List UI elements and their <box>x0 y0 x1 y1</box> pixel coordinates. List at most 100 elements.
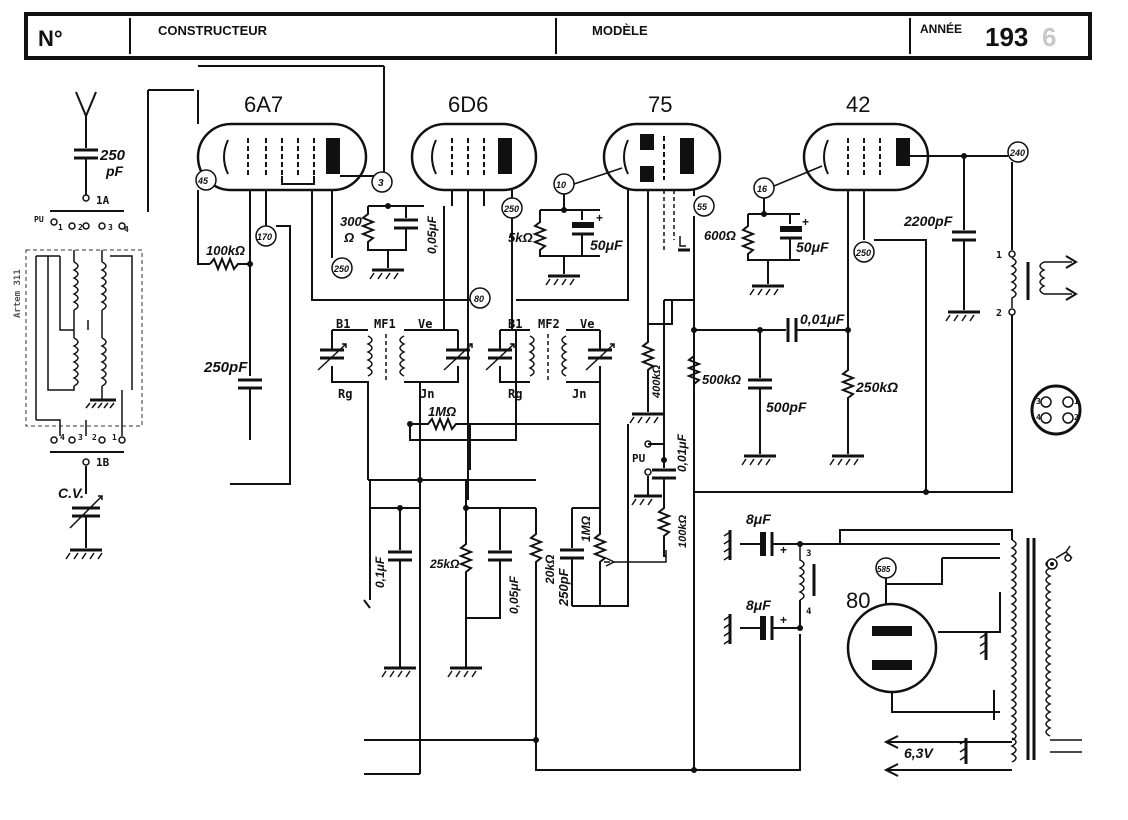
socket-pin-1: 1 <box>1074 397 1079 406</box>
pin-170: 170 <box>257 232 272 242</box>
mf1-b1: B1 <box>336 317 350 331</box>
pin-585: 585 <box>877 565 891 574</box>
sw-m1: 1 <box>112 433 117 442</box>
tube-75: 75 10 5kΩ + 50μF 55 <box>508 92 722 492</box>
output-coupling: 0,01μF 500kΩ 500pF 250kΩ <box>686 311 1013 773</box>
if-transformer-1: B1 MF1 Ve Rg Jn <box>317 317 473 740</box>
mf1-jn: Jn <box>420 387 434 401</box>
cap-01: 0,1μF <box>373 556 387 588</box>
switch-1a-label: 1A <box>96 194 110 207</box>
if-transformer-2: B1 MF2 Ve Rg Jn <box>485 190 629 508</box>
cap-8-b: 8μF <box>746 597 771 613</box>
pin-3: 3 <box>378 178 384 189</box>
cathode-6a7: 300 Ω 0,05μF <box>340 203 439 280</box>
tube-6d6: 6D6 250 <box>410 92 538 500</box>
choke-4: 4 <box>806 607 812 617</box>
cap-250pf-osc: 250pF <box>203 359 248 376</box>
bias-network: 25kΩ 0,05μF 20kΩ <box>420 480 801 771</box>
pin-10: 10 <box>556 180 566 190</box>
sw-m2: 2 <box>92 433 97 442</box>
pu-mid-label: PU <box>632 452 646 465</box>
side-label: Artem 311 <box>13 269 23 318</box>
mf2-rg: Rg <box>508 387 522 401</box>
model-label: MODÈLE <box>592 23 648 38</box>
res-500k: 500kΩ <box>702 372 741 387</box>
tube-42-label: 42 <box>846 92 870 117</box>
res-100k-osc: 100kΩ <box>206 243 245 258</box>
pin-45: 45 <box>197 176 209 186</box>
res-1m-a: 1MΩ <box>428 404 456 419</box>
ot-terminal-1: 1 <box>996 250 1002 261</box>
cv-label: C.V. <box>58 485 84 501</box>
mf2-b1: B1 <box>508 317 522 331</box>
socket-pin-3: 3 <box>1036 397 1041 406</box>
sw-n2: 2 <box>78 223 83 232</box>
res-300-unit: Ω <box>343 230 354 245</box>
power-supply: 8μF + 3 4 8μF + 80 585 <box>723 511 1082 777</box>
tube-42: 42 16 600Ω + 50μF 250 240 2 <box>704 92 1029 492</box>
header-bar: N° CONSTRUCTEUR MODÈLE ANNÉE 193 6 <box>24 12 1092 60</box>
cap-250pf-top-unit: pF <box>105 163 124 179</box>
sw-n3: 3 <box>108 223 113 232</box>
year-digit-faint: 6 <box>1042 22 1056 52</box>
res-25k: 25kΩ <box>429 557 460 571</box>
mf1-label: MF1 <box>374 317 396 331</box>
svg-text:+: + <box>596 211 603 225</box>
res-400k: 400kΩ <box>651 365 663 399</box>
cap-500pf: 500pF <box>766 399 807 415</box>
choke-3: 3 <box>806 549 811 559</box>
volume-control: 1MΩ 250pF <box>556 424 667 607</box>
socket-pin-2: 2 <box>1074 413 1079 422</box>
pin-16: 16 <box>757 184 768 194</box>
year-value: 193 <box>985 22 1028 52</box>
res-20k: 20kΩ <box>543 554 557 585</box>
mf2-jn: Jn <box>572 387 586 401</box>
res-100k-b: 100kΩ <box>677 515 689 548</box>
cap-8-a: 8μF <box>746 511 771 527</box>
switch-1b-label: 1B <box>96 456 110 469</box>
cap-005-a: 0,05μF <box>425 215 439 254</box>
sw-m4: 4 <box>60 433 65 442</box>
pin-55: 55 <box>697 202 708 212</box>
pin-240: 240 <box>1009 148 1025 158</box>
pu-top-label: PU <box>34 215 44 224</box>
cap-50-b: 50μF <box>796 239 829 255</box>
mf1-rg: Rg <box>338 387 352 401</box>
agc-network: 1MΩ 0,1μF <box>363 330 600 775</box>
pin-250-a: 250 <box>333 264 349 274</box>
tube-75-label: 75 <box>648 92 672 117</box>
mf1-ve: Ve <box>418 317 432 331</box>
svg-text:+: + <box>780 613 787 627</box>
socket-pin-4: 4 <box>1036 413 1041 422</box>
mf2-ve: Ve <box>580 317 594 331</box>
cap-2200: 2200pF <box>903 213 953 229</box>
year-label: ANNÉE <box>920 21 962 36</box>
pin-250-b: 250 <box>503 204 519 214</box>
svg-text:+: + <box>802 215 809 229</box>
sw-m3: 3 <box>78 433 83 442</box>
cap-50-a: 50μF <box>590 237 623 253</box>
cap-001-b: 0,01μF <box>675 433 689 472</box>
output-transformer: 1 2 <box>996 162 1078 319</box>
number-label: N° <box>38 26 63 51</box>
mf2-label: MF2 <box>538 317 560 331</box>
ot-terminal-2: 2 <box>996 308 1002 319</box>
tube-socket: 3 1 4 2 <box>1030 384 1082 436</box>
constructor-label: CONSTRUCTEUR <box>158 23 268 38</box>
cap-250pf-top: 250 <box>99 147 126 164</box>
pin-80: 80 <box>474 294 484 304</box>
sw-n4: 4 <box>124 225 129 234</box>
res-5k: 5kΩ <box>508 230 533 245</box>
svg-text:+: + <box>780 543 787 557</box>
sw-n1: 1 <box>58 223 63 232</box>
heater-6-3v: 6,3V <box>904 745 934 761</box>
antenna-section: 250 pF 1A PU 1 2 3 4 Artem 311 4 3 2 <box>13 89 194 560</box>
res-300: 300 <box>340 214 362 229</box>
cap-005-b: 0,05μF <box>507 575 521 614</box>
triode-load: 400kΩ PU 0,01μF 100kΩ <box>629 299 694 557</box>
res-600: 600Ω <box>704 228 736 243</box>
tube-6a7-label: 6A7 <box>244 92 283 117</box>
cap-001-a: 0,01μF <box>800 311 845 327</box>
res-1m-b: 1MΩ <box>579 515 593 542</box>
